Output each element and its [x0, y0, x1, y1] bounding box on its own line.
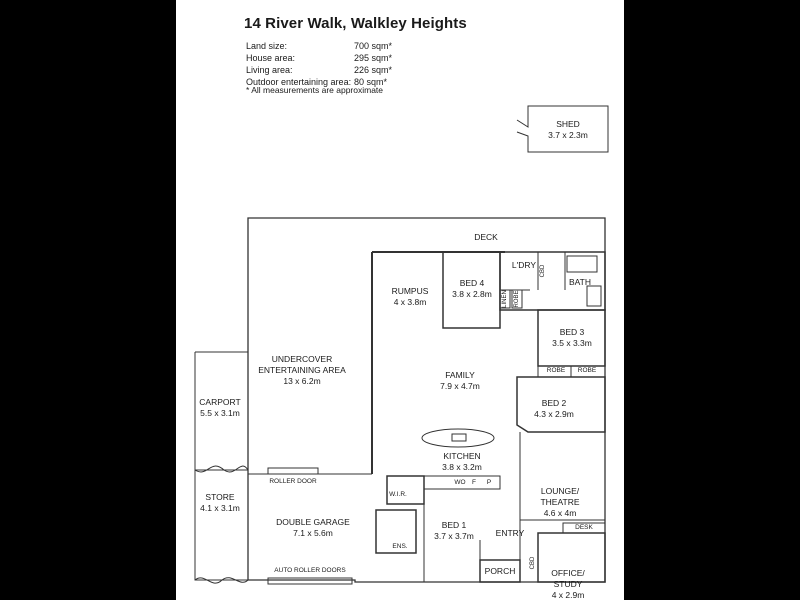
fridge-label: F [472, 479, 476, 486]
room-entry: ENTRY [495, 528, 525, 538]
kitchen-island [421, 428, 495, 448]
room-deck: DECK [474, 232, 498, 242]
measurement-note: * All measurements are approximate [246, 85, 384, 95]
fact-label: Land size: [246, 41, 288, 51]
cupboard-label-entry: CBD [530, 556, 536, 570]
fact-value: 80 sqm* [354, 77, 388, 87]
linen-label: LINEN [502, 290, 508, 308]
shed-outline [516, 105, 609, 153]
room-bath: BATH [568, 277, 592, 287]
room-ensuite: ENS. [392, 543, 408, 550]
floor-plan-drawing [194, 105, 609, 585]
fact-value: 226 sqm* [354, 65, 393, 75]
room-walk-in-robe: W.I.R. [389, 491, 407, 498]
wall-oven-label: WO [454, 479, 466, 486]
fact-value: 295 sqm* [354, 53, 393, 63]
floor-plan-sheet: 14 River Walk, Walkley Heights Land size… [176, 0, 624, 600]
room-porch: PORCH [484, 566, 516, 576]
auto-roller-doors-label: AUTO ROLLER DOORS [274, 567, 346, 574]
room-laundry: L'DRY [511, 260, 537, 270]
pantry-label: P [486, 479, 492, 486]
fact-label: Outdoor entertaining area: [246, 77, 352, 87]
cupboard-label-laundry: CBD [540, 264, 546, 278]
property-title: 14 River Walk, Walkley Heights [244, 15, 467, 32]
roller-door-label: ROLLER DOOR [269, 478, 317, 485]
desk-label: DESK [575, 524, 593, 531]
fact-label: Living area: [246, 65, 293, 75]
carport-outline [194, 351, 248, 581]
fact-value: 700 sqm* [354, 41, 393, 51]
robe-label-right: ROBE [577, 367, 597, 374]
robe-label-left: ROBE [546, 367, 566, 374]
robe-label-vertical: ROBE [514, 290, 520, 308]
fact-label: House area: [246, 53, 296, 63]
